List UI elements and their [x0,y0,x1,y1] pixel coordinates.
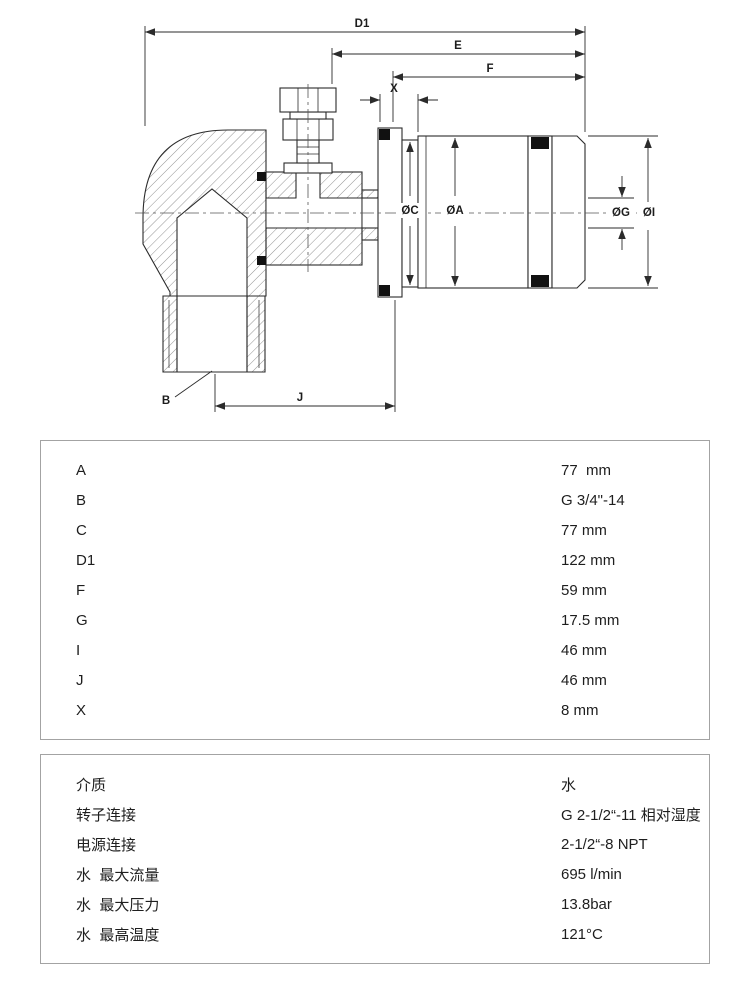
dimension-row: X 8 mm [76,695,674,725]
dim-label-f: F [486,63,493,75]
dimension-row: G 17.5 mm [76,605,674,635]
row-value: 2-1/2“-8 NPT [561,835,648,853]
rotor-cylinder [417,135,529,289]
dimension-row: F 59 mm [76,575,674,605]
row-value: G 3/4"-14 [561,491,625,509]
dim-label-d1: D1 [355,18,370,30]
dimension-row: J 46 mm [76,665,674,695]
rotor-end-cap [551,135,586,289]
row-label: C [76,521,87,539]
row-label: 水 最大流量 [76,866,160,884]
label-backings [396,203,661,220]
row-value: 77 mm [561,461,612,479]
row-value: 46 mm [561,671,607,689]
row-label: 介质 [76,776,107,794]
spec-row: 电源连接 2-1/2“-8 NPT [76,829,674,859]
dim-label-dia-g: ØG [612,207,630,219]
row-value: 121°C [561,925,603,943]
row-label: G [76,611,88,629]
technical-drawing: D1 E F X ØC ØA ØG ØI B J [0,0,750,430]
spec-row: 介质 水 [76,769,674,799]
port-wall-right [246,295,266,373]
row-label: D1 [76,551,96,569]
row-label: 电源连接 [76,836,137,854]
row-value: 8 mm [561,701,599,719]
dimension-row: D1 122 mm [76,545,674,575]
row-label: A [76,461,87,479]
oring-icon [379,129,390,140]
dim-label-j: J [297,392,303,404]
oring-icon [257,256,266,265]
dim-label-e: E [454,40,462,52]
row-label: 水 最高温度 [76,926,160,944]
spec-table: 介质 水转子连接 G 2-1/2“-11 相对湿度电源连接 2-1/2“-8 NPT 水… [40,754,710,964]
row-label: 转子连接 [76,806,137,824]
dimension-lines [144,26,658,412]
row-label: X [76,701,87,719]
dimension-row: C 77 mm [76,515,674,545]
dimension-labels: D1 E F X ØC ØA ØG ØI B J [162,18,655,407]
oring-icon [531,275,549,287]
dim-label-dia-i: ØI [643,207,655,219]
row-label: 水 最大压力 [76,896,160,914]
row-value: 水 [561,776,577,794]
oring-icon [531,137,549,149]
spec-row: 水 最大压力 13.8bar [76,889,674,919]
body-geometry [142,87,586,373]
row-value: 59 mm [561,581,607,599]
row-value: 695 l/min [561,865,622,883]
oring-ring [527,135,553,289]
row-value: 17.5 mm [561,611,620,629]
dimension-row: I 46 mm [76,635,674,665]
row-value: 46 mm [561,641,607,659]
spec-row: 转子连接 G 2-1/2“-11 相对湿度 [76,799,701,829]
oring-icon [257,172,266,181]
dim-label-dia-a: ØA [446,205,463,217]
dim-label-b: B [162,395,170,407]
oring-seals [257,129,549,296]
oring-icon [379,285,390,296]
row-value: G 2-1/2“-11 相对湿度 [561,806,701,824]
row-value: 77 mm [561,521,607,539]
row-value: 122 mm [561,551,616,569]
spec-row: 水 最高温度 121°C [76,919,674,949]
row-label: B [76,491,87,509]
spec-row: 水 最大流量 695 l/min [76,859,674,889]
dimension-row: A 77 mm [76,455,674,485]
dim-label-dia-c: ØC [401,205,418,217]
row-label: J [76,671,84,689]
port-wall-left [162,295,178,373]
row-label: F [76,581,86,599]
assembly-drawing-svg: D1 E F X ØC ØA ØG ØI B J [135,18,661,412]
row-label: I [76,641,81,659]
row-value: 13.8bar [561,895,612,913]
dim-label-x: X [390,83,398,95]
dimension-row: B G 3/4"-14 [76,485,674,515]
